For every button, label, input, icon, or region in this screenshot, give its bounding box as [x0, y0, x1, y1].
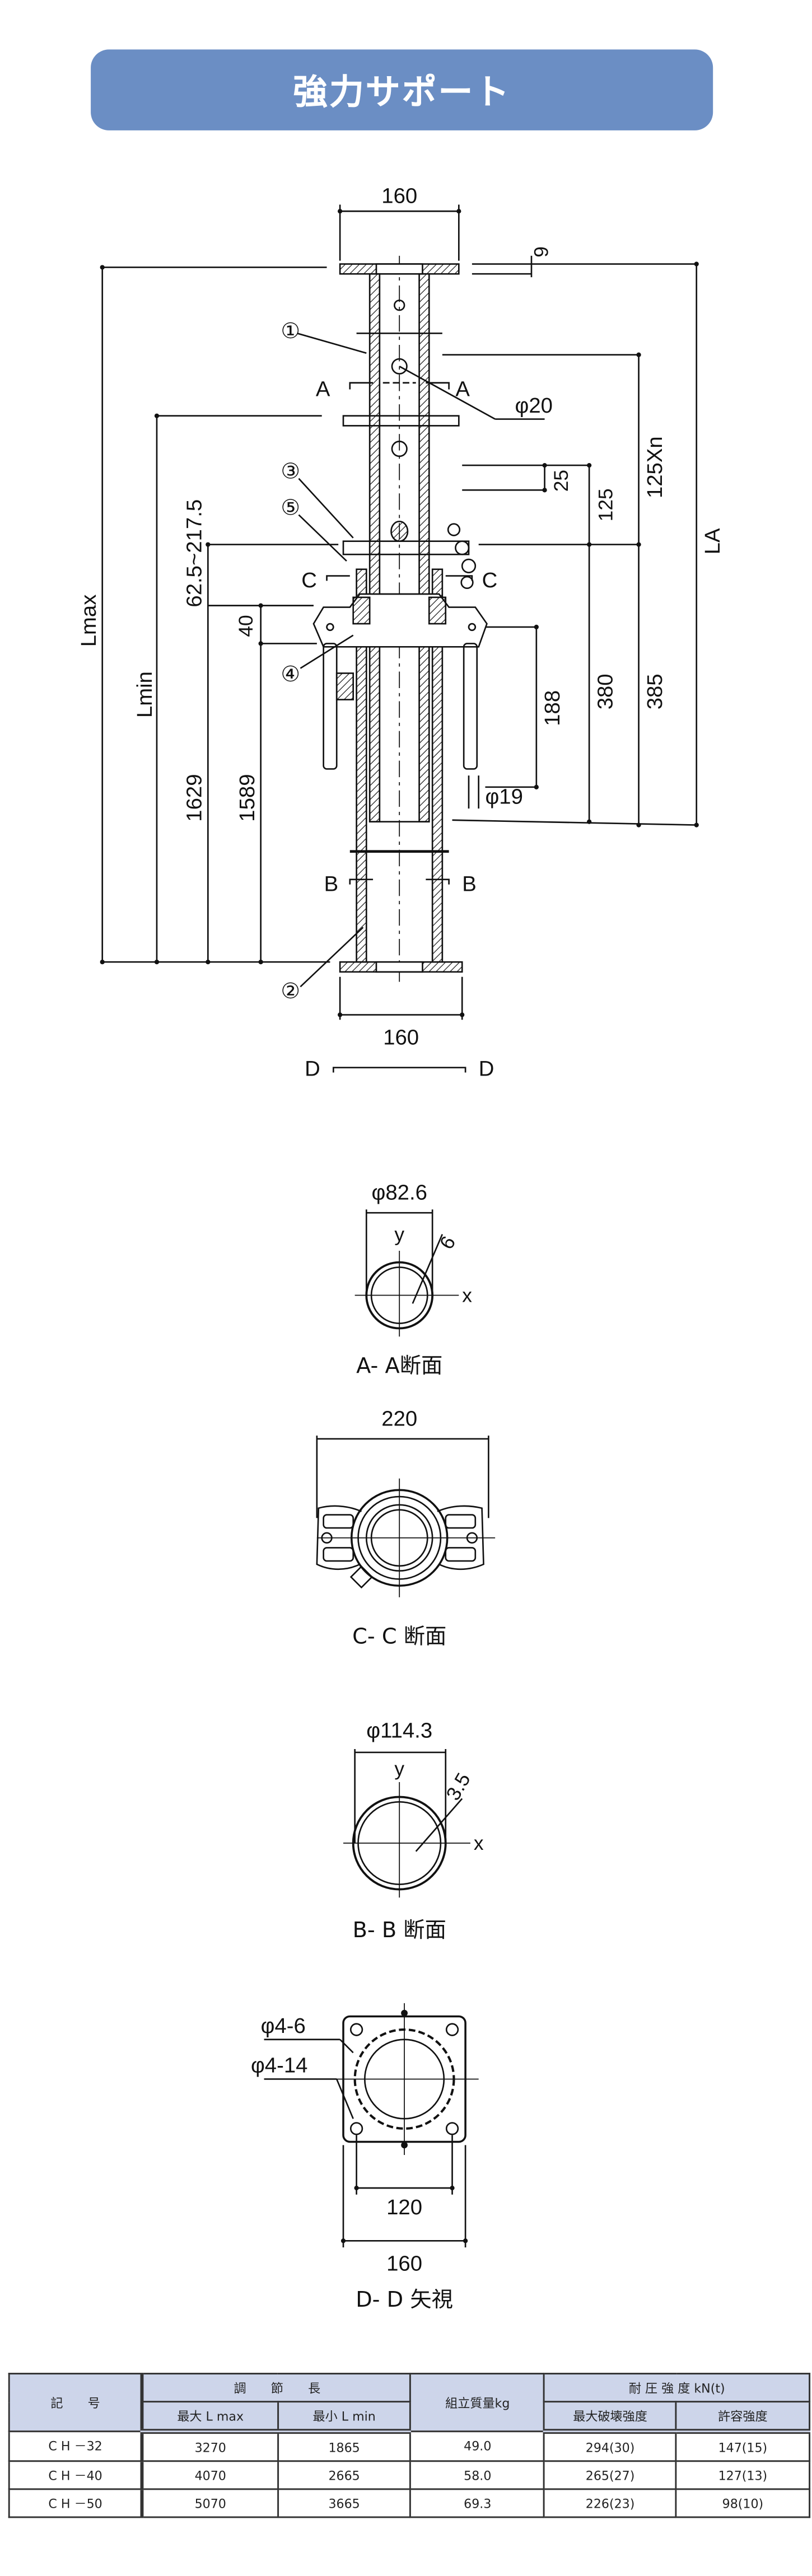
dimension-dots	[100, 209, 699, 1017]
header-min-length: 最小 L min	[277, 2401, 412, 2434]
lock-pin	[342, 540, 470, 555]
cc-width: 220	[381, 1406, 417, 1430]
header-strength: 耐 圧 強 度 kN(t)	[543, 2373, 811, 2403]
aa-x-axis: x	[462, 1284, 472, 1306]
aa-y-axis: y	[394, 1223, 404, 1245]
header-max-length: 最大 L max	[141, 2401, 279, 2434]
handle-housing	[312, 593, 488, 648]
cell-allow: 98(10)	[675, 2488, 811, 2518]
dim-125: 125	[595, 488, 617, 521]
section-mark-c-left: C	[301, 568, 317, 592]
section-mark-d-right: D	[479, 1057, 494, 1081]
bb-caption: B- B 断面	[353, 1918, 446, 1943]
cell-mass: 69.3	[410, 2488, 545, 2518]
part-number-3: ③	[281, 460, 300, 484]
dim-380: 380	[593, 674, 617, 709]
cell-lmin: 3665	[277, 2488, 412, 2518]
cell-code: C H －50	[8, 2488, 144, 2518]
cell-mass: 49.0	[410, 2430, 545, 2462]
header-code: 記 号	[8, 2373, 144, 2433]
dd-width: 160	[386, 2251, 422, 2275]
dd-hole-large: φ4-14	[251, 2054, 307, 2078]
table-row: C H －32 3270 1865 49.0 294(30) 147(15)	[8, 2430, 811, 2462]
section-cc-view: 220 C- C 断面	[316, 1406, 496, 1649]
dim-phi19: φ19	[485, 784, 522, 808]
cell-code: C H －40	[8, 2460, 144, 2490]
dd-hole-small: φ4-6	[261, 2014, 306, 2038]
handle-left	[323, 643, 338, 770]
cell-lmax: 5070	[141, 2488, 279, 2518]
header-allowable: 許容強度	[675, 2401, 811, 2434]
dim-1589: 1589	[235, 774, 259, 822]
dim-adjust-range: 62.5~217.5	[183, 499, 207, 607]
bb-y-axis: y	[394, 1758, 404, 1780]
page-title: 強力サポート	[293, 72, 511, 111]
view-dd: φ4-6 φ4-14 120 160 D- D 矢視	[251, 2003, 479, 2312]
cell-allow: 147(15)	[675, 2430, 811, 2462]
dimension-labels: 160 9 Lmax Lmin 62.5~217.5 40 1629 1589 …	[77, 184, 725, 1081]
dim-40: 40	[235, 615, 257, 637]
dim-25: 25	[550, 470, 572, 492]
part-number-4: ④	[281, 662, 300, 686]
section-mark-d-left: D	[305, 1057, 320, 1081]
dim-phi20: φ20	[515, 394, 553, 418]
section-mark-c-right: C	[482, 568, 498, 592]
spec-table: 記 号 調 節 長 組立質量kg 耐 圧 強 度 kN(t) 最大 L max …	[8, 2373, 811, 2518]
header-max-break: 最大破壊強度	[543, 2401, 677, 2434]
cell-allow: 127(13)	[675, 2460, 811, 2490]
part-number-1: ①	[281, 319, 300, 343]
part-number-5: ⑤	[281, 496, 300, 520]
section-bb-view: φ114.3 3.5 y x B- B 断面	[343, 1718, 484, 1943]
part-number-2: ②	[281, 979, 300, 1003]
section-mark-b-left: B	[324, 872, 339, 896]
handle-right	[463, 643, 478, 770]
cell-lmax: 4070	[141, 2460, 279, 2490]
dim-lmin: Lmin	[133, 671, 157, 718]
stopper-bar	[342, 415, 460, 427]
table-row: C H －50 5070 3665 69.3 226(23) 98(10)	[8, 2488, 811, 2518]
dim-385: 385	[643, 674, 667, 709]
inner-tube	[368, 273, 381, 823]
section-mark-b-right: B	[462, 872, 477, 896]
aa-diameter: φ82.6	[372, 1181, 427, 1205]
dim-1629: 1629	[183, 774, 207, 822]
cell-break: 294(30)	[543, 2430, 677, 2462]
dim-top-width: 160	[381, 184, 417, 208]
header-mass: 組立質量kg	[410, 2373, 545, 2433]
bb-diameter: φ114.3	[366, 1718, 432, 1742]
dim-flange-thickness: 9	[530, 246, 552, 258]
section-mark-a-right: A	[455, 377, 470, 401]
main-elevation-view	[101, 204, 698, 1073]
dim-lmax: Lmax	[77, 595, 101, 647]
cell-code: C H －32	[8, 2430, 144, 2462]
section-mark-a-left: A	[316, 377, 330, 401]
bb-x-axis: x	[474, 1832, 484, 1854]
dim-125xn: 125Xn	[643, 436, 667, 498]
aa-thickness: 6	[436, 1232, 460, 1253]
cell-lmax: 3270	[141, 2430, 279, 2462]
dim-bottom-width: 160	[383, 1026, 419, 1050]
bb-thickness: 3.5	[442, 1769, 475, 1804]
title-banner: 強力サポート	[91, 49, 713, 130]
cell-mass: 58.0	[410, 2460, 545, 2490]
cell-break: 265(27)	[543, 2460, 677, 2490]
section-aa-view: φ82.6 6 y x A- A断面	[354, 1181, 472, 1378]
aa-caption: A- A断面	[356, 1353, 442, 1378]
dim-188: 188	[540, 690, 564, 726]
dd-pitch: 120	[386, 2195, 422, 2219]
cell-lmin: 2665	[277, 2460, 412, 2490]
dd-caption: D- D 矢視	[356, 2287, 453, 2312]
cc-caption: C- C 断面	[352, 1624, 446, 1649]
cell-lmin: 1865	[277, 2430, 412, 2462]
cell-break: 226(23)	[543, 2488, 677, 2518]
header-adjust-length: 調 節 長	[141, 2373, 412, 2403]
dim-la: LA	[701, 528, 725, 554]
table-row: C H －40 4070 2665 58.0 265(27) 127(13)	[8, 2460, 811, 2490]
